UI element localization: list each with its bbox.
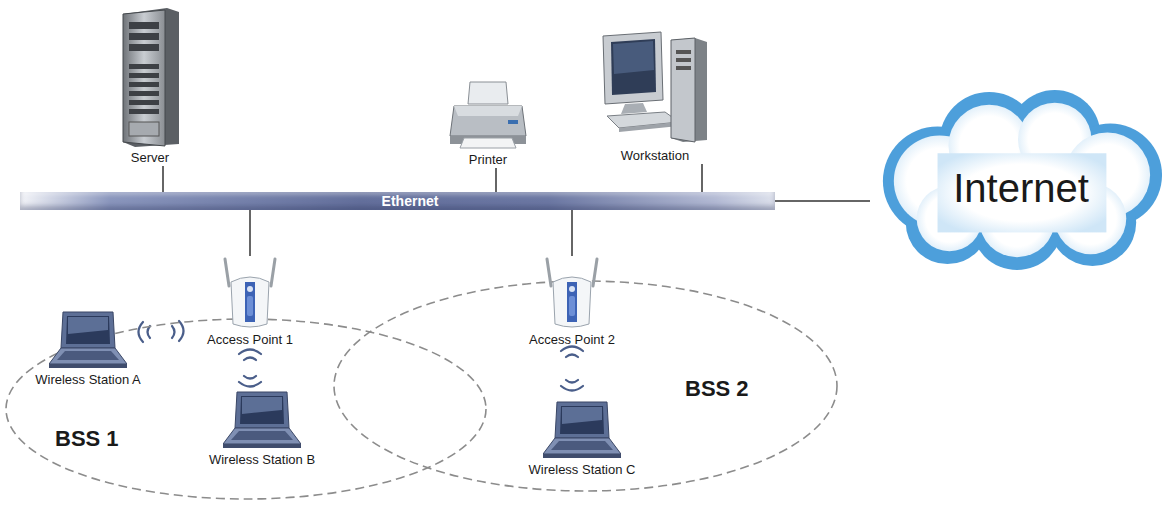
device-node: Printer (448, 78, 528, 167)
device-node: Access Point 1 (207, 256, 293, 347)
bss-region: BSS 1 Access Point 1 Wireless Station A Wir… (5, 318, 487, 500)
server-icon (119, 6, 181, 148)
cloud-label: Internet (953, 165, 1089, 211)
bss-label: BSS 2 (685, 376, 749, 402)
device-node: Wireless Station B (209, 390, 315, 467)
device-node: Wireless Station C (529, 400, 636, 477)
device-node: Wireless Station A (35, 310, 141, 387)
device-label: Access Point 2 (529, 332, 615, 347)
device-label: Wireless Station C (529, 462, 636, 477)
device-label: Wireless Station B (209, 452, 315, 467)
cable-line (702, 164, 703, 192)
laptop-icon (543, 400, 621, 460)
device-node: Access Point 2 (529, 256, 615, 347)
device-label: Wireless Station A (35, 372, 141, 387)
laptop-icon (49, 310, 127, 370)
cable-line (496, 168, 497, 192)
cable-line (250, 210, 251, 256)
device-label: Server (131, 150, 169, 165)
cable-line (163, 166, 164, 192)
ap-icon (219, 256, 281, 330)
device-label: Workstation (621, 148, 689, 163)
internet-cloud: Internet (868, 84, 1166, 272)
bss-region: BSS 2 Access Point 2 Wireless Station C (333, 280, 838, 492)
device-label: Access Point 1 (207, 332, 293, 347)
band-label: Ethernet (382, 193, 439, 209)
wireless-waves (139, 321, 584, 391)
ap-icon (541, 256, 603, 330)
device-node: Server (119, 6, 181, 165)
workstation-icon (599, 30, 711, 146)
ethernet-band: Ethernet (20, 192, 775, 210)
device-node: Workstation (599, 30, 711, 163)
cable-line (775, 201, 870, 202)
printer-icon (448, 78, 528, 150)
device-label: Printer (469, 152, 507, 167)
bss-label: BSS 1 (55, 426, 119, 452)
laptop-icon (223, 390, 301, 450)
cable-line (572, 210, 573, 256)
